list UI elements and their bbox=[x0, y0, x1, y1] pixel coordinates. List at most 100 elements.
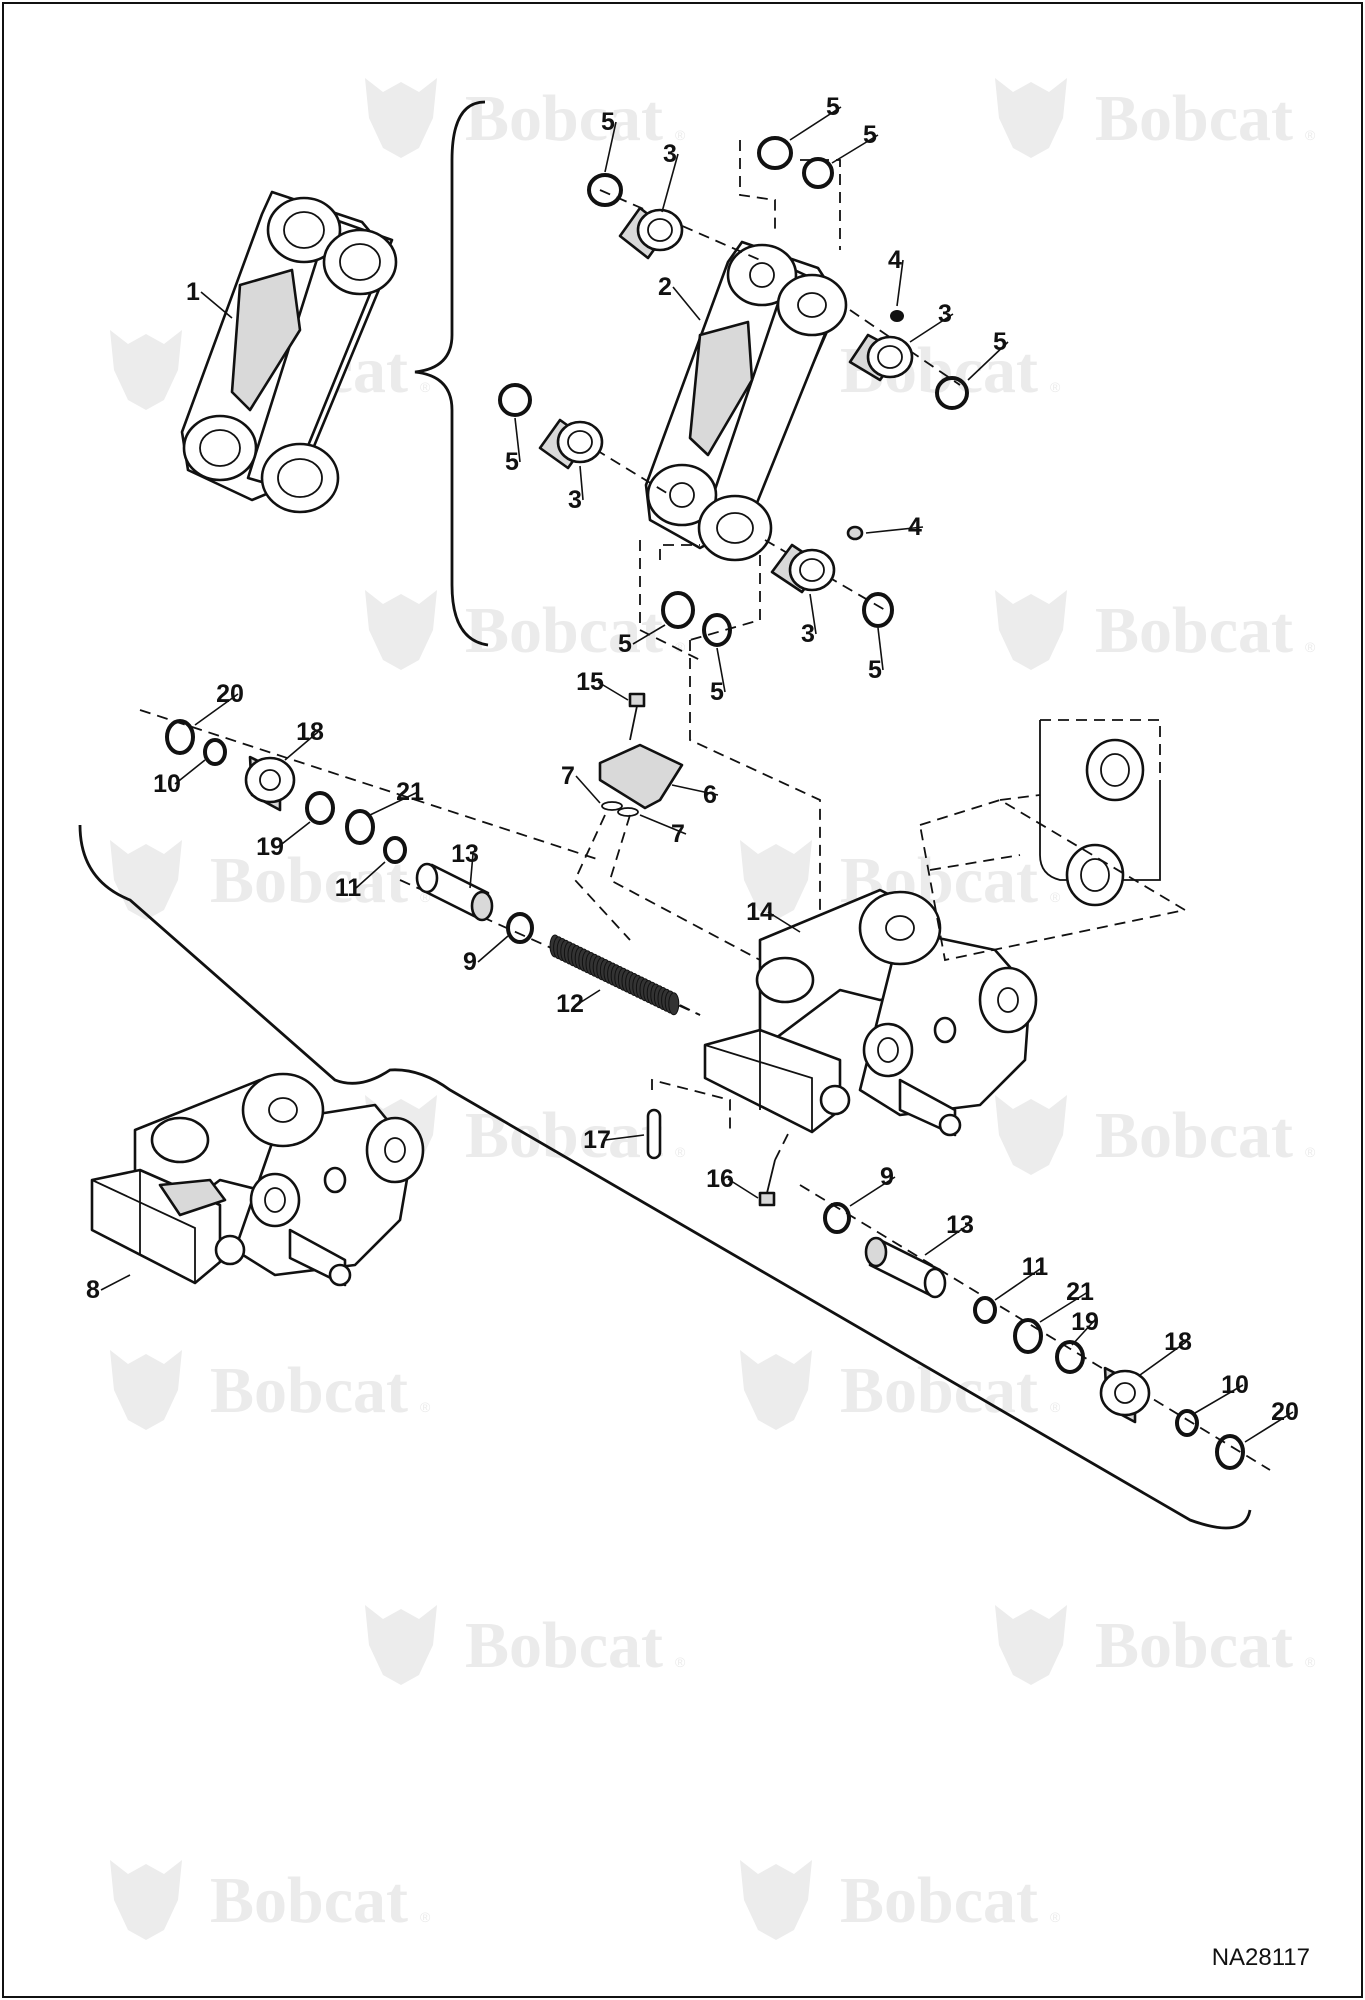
bushing-part-3 bbox=[538, 418, 604, 470]
callout-label: 13 bbox=[946, 1211, 974, 1239]
leader-line bbox=[716, 647, 726, 693]
callout-label: 13 bbox=[451, 840, 479, 868]
leader-line bbox=[1244, 1411, 1294, 1443]
bobcat-logo-icon bbox=[365, 590, 437, 670]
pin-part-13 bbox=[864, 1236, 947, 1299]
bobcat-watermark: Bobcat® bbox=[365, 1605, 686, 1685]
watermark-registered-mark: ® bbox=[420, 1399, 431, 1415]
leader-line bbox=[671, 784, 719, 796]
watermark-registered-mark: ® bbox=[1050, 1399, 1061, 1415]
leader-line bbox=[767, 911, 801, 933]
upper-brace bbox=[414, 100, 489, 647]
bobcat-logo-icon bbox=[365, 1605, 437, 1685]
watermark-registered-mark: ® bbox=[1050, 1909, 1061, 1925]
link-body-part-2 bbox=[644, 240, 848, 562]
bobcat-logo-icon bbox=[995, 1605, 1067, 1685]
callout-label: 5 bbox=[710, 678, 724, 706]
ring-part-21 bbox=[345, 809, 375, 845]
bobcat-logo-icon bbox=[740, 1860, 812, 1940]
watermark-brand-text: Bobcat bbox=[465, 1609, 663, 1682]
watermark-registered-mark: ® bbox=[1050, 889, 1061, 905]
bobcat-logo-icon bbox=[995, 590, 1067, 670]
callout-label: 5 bbox=[826, 93, 840, 121]
roll-pin-part-17 bbox=[646, 1108, 662, 1160]
bushing-part-3 bbox=[770, 543, 836, 594]
bobcat-watermark: Bobcat® bbox=[365, 590, 686, 670]
grease-fitting-part-4 bbox=[846, 525, 864, 541]
callout-label: 1 bbox=[186, 278, 200, 306]
watermark-registered-mark: ® bbox=[675, 639, 686, 655]
assembly-path bbox=[849, 309, 961, 386]
callout-label: 16 bbox=[706, 1165, 734, 1193]
leader-line bbox=[632, 624, 666, 645]
bobcat-watermark: Bobcat® bbox=[740, 1860, 1061, 1940]
bobcat-watermark: Bobcat ® bbox=[995, 1605, 1316, 1685]
ring-part-11 bbox=[973, 1296, 997, 1324]
callout-label: 14 bbox=[746, 898, 774, 926]
bobcat-logo-icon bbox=[365, 78, 437, 158]
callout-label: 7 bbox=[671, 820, 685, 848]
ring-part-11 bbox=[383, 836, 407, 864]
bolt-part-16 bbox=[758, 1159, 776, 1207]
assembly-path bbox=[774, 1129, 791, 1161]
leader-line bbox=[672, 286, 701, 321]
assembly-path bbox=[651, 1078, 731, 1130]
leader-lines bbox=[100, 106, 1294, 1443]
callout-label: 11 bbox=[1022, 1253, 1049, 1281]
leader-line bbox=[579, 465, 584, 501]
leader-line bbox=[967, 341, 1009, 381]
watermark-brand-text: Bobcat bbox=[465, 1099, 663, 1172]
bobcat-watermark: Bobcat ® bbox=[110, 840, 431, 920]
leader-line bbox=[849, 1176, 896, 1207]
leader-line bbox=[789, 106, 842, 141]
watermark-registered-mark: ® bbox=[675, 127, 686, 143]
dipper-arm-outline bbox=[1039, 719, 1161, 907]
callout-label: 3 bbox=[801, 620, 815, 648]
leader-line bbox=[994, 1266, 1044, 1301]
watermark-brand-text: Bobcat bbox=[210, 844, 408, 917]
watermark-registered-mark: ® bbox=[1305, 127, 1316, 143]
watermark-brand-text: Bobcat bbox=[1095, 82, 1293, 155]
leader-line bbox=[194, 693, 239, 726]
callout-label: 5 bbox=[993, 328, 1007, 356]
bobcat-watermark: Bobcat ® bbox=[995, 78, 1316, 158]
ring-part-10 bbox=[1175, 1409, 1199, 1437]
bobcat-logo-icon bbox=[740, 1350, 812, 1430]
assembly-path bbox=[573, 814, 631, 941]
leader-line bbox=[469, 853, 474, 889]
bobcat-watermark: Bobcat® bbox=[740, 1350, 1061, 1430]
figure-id: NA28117 bbox=[1212, 1944, 1310, 1971]
bolt-part-15 bbox=[628, 692, 646, 741]
ring-part-9 bbox=[506, 912, 534, 944]
callout-label: 5 bbox=[863, 121, 877, 149]
ring-part-19 bbox=[1055, 1340, 1085, 1374]
bobcat-logo-icon bbox=[995, 1095, 1067, 1175]
callout-label: 4 bbox=[908, 513, 922, 541]
link-assembly-part-1 bbox=[180, 190, 398, 514]
callout-label: 9 bbox=[463, 948, 477, 976]
assembly-path bbox=[679, 1004, 701, 1016]
callout-label: 2 bbox=[658, 273, 672, 301]
leader-line bbox=[284, 731, 319, 761]
watermark-brand-text: Bobcat bbox=[210, 1864, 408, 1937]
ring-part-10 bbox=[203, 738, 227, 766]
ring-part-5 bbox=[702, 613, 732, 647]
bushing-part-18 bbox=[1099, 1366, 1151, 1424]
watermark-brand-text: Bobcat bbox=[1095, 594, 1293, 667]
watermark-brand-text: Bobcat bbox=[210, 1354, 408, 1427]
ring-part-5 bbox=[587, 173, 623, 207]
watermark-registered-mark: ® bbox=[1305, 1654, 1316, 1670]
watermark-registered-mark: ® bbox=[420, 889, 431, 905]
ring-part-21 bbox=[1013, 1318, 1043, 1354]
watermark-brand-text: Bobcat bbox=[1095, 1609, 1293, 1682]
leader-line bbox=[909, 313, 954, 343]
callout-label: 17 bbox=[583, 1126, 611, 1154]
ring-part-20 bbox=[1215, 1434, 1245, 1470]
callout-label: 5 bbox=[505, 448, 519, 476]
assembly-path bbox=[659, 544, 700, 560]
leader-line bbox=[604, 1134, 645, 1141]
leader-line bbox=[1139, 1341, 1187, 1376]
plate-part-6 bbox=[598, 743, 684, 810]
bobcat-watermark: Bobcat ® bbox=[110, 1350, 431, 1430]
